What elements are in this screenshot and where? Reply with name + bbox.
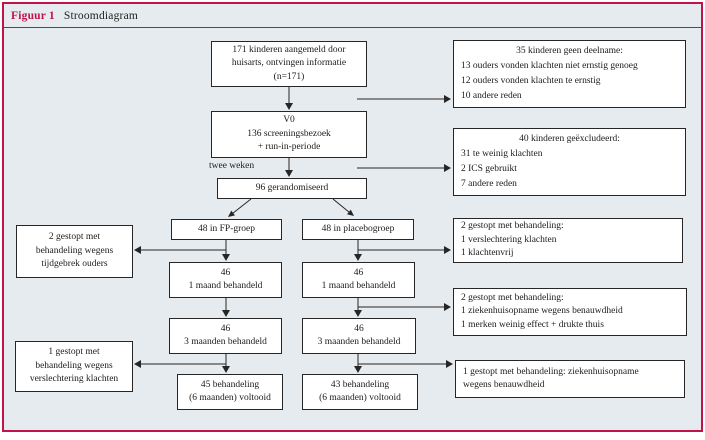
- flow-box-fp-month1: 46 1 maand behandeld: [169, 262, 282, 298]
- box-line: 3 maanden behandeld: [184, 337, 267, 347]
- arrow-screening-to-randomized: [285, 158, 293, 177]
- flow-box-placebo-completed: 43 behandeling (6 maanden) voltooid: [302, 374, 418, 410]
- box-line: 48 in placebogroep: [321, 223, 395, 234]
- box-line: 46: [220, 323, 231, 334]
- box-line: V0: [283, 115, 295, 126]
- box-line: 46: [220, 267, 231, 278]
- flow-box-fp-group: 48 in FP-groep: [171, 219, 282, 240]
- arrow-placebo-group-to-month1: [354, 240, 362, 261]
- box-line: 3 maanden behandeld: [317, 337, 401, 347]
- box-line: 43 behandeling: [330, 379, 390, 390]
- flow-box-fp-completed: 45 behandeling (6 maanden) voltooid: [177, 374, 283, 410]
- flow-box-placebo-month3: 46 3 maanden behandeld: [302, 318, 416, 354]
- arrow-randomized-to-placebo-group: [332, 198, 354, 216]
- flow-box-screening: V0 136 screeningsbezoek + run-in-periode: [211, 111, 367, 158]
- arrow-fp-to-stop1: [134, 246, 226, 254]
- box-line: 46: [354, 323, 364, 334]
- box-line: 1 maand behandeld: [188, 281, 263, 291]
- note-item: 10 andere reden: [461, 91, 522, 101]
- note-box-no-participation: 35 kinderen geen deelname: 13 ouders von…: [453, 40, 686, 108]
- note-item: 1 gestopt met: [48, 347, 100, 358]
- interval-label: twee weken: [209, 161, 255, 171]
- flow-box-fp-month3: 46 3 maanden behandeld: [169, 318, 282, 354]
- figure-caption: Stroomdiagram: [63, 9, 139, 22]
- note-box-placebo-stop-2: 2 gestopt met behandeling: 1 ziekenhuiso…: [453, 288, 687, 336]
- box-line: 171 kinderen aangemeld door: [232, 44, 346, 55]
- arrow-enrolled-to-no-participation: [357, 95, 451, 103]
- note-item: behandeling wegens: [35, 360, 113, 371]
- arrow-fp-group-to-month1: [222, 240, 230, 261]
- flow-box-placebo-group: 48 in placebogroep: [302, 219, 414, 240]
- note-item: 31 te weinig klachten: [461, 149, 543, 159]
- note-item: 12 ouders vonden klachten te ernstig: [461, 76, 601, 86]
- box-line: (n=171): [273, 71, 305, 82]
- arrow-placebo-to-stop1: [358, 246, 451, 254]
- arrow-placebo-month1-to-month3: [354, 298, 362, 317]
- note-item: 1 klachtenvrij: [461, 248, 514, 259]
- note-box-excluded: 40 kinderen geëxcludeerd: 31 te weinig k…: [453, 128, 686, 196]
- arrow-randomized-to-fp-group: [228, 198, 252, 217]
- arrow-placebo-to-stop2: [358, 303, 451, 311]
- note-item: tijdgebrek ouders: [41, 259, 108, 270]
- note-box-placebo-stop-1: 2 gestopt met behandeling: 1 verslechter…: [453, 218, 683, 263]
- arrow-fp-month1-to-month3: [222, 298, 230, 317]
- note-item: wegens benauwdheid: [463, 380, 545, 390]
- note-item: 7 andere reden: [461, 179, 517, 189]
- arrow-fp-to-stop2: [134, 360, 226, 368]
- figure-label: Figuur 1: [11, 9, 55, 22]
- box-line: (6 maanden) voltooid: [319, 393, 401, 403]
- note-item: behandeling wegens: [35, 245, 114, 256]
- note-heading: 35 kinderen geen deelname:: [516, 46, 623, 56]
- note-item: 1 merken weinig effect + drukte thuis: [461, 319, 604, 330]
- note-item: 13 ouders vonden klachten niet ernstig g…: [461, 61, 638, 71]
- box-line: 46: [353, 267, 364, 278]
- box-line: + run-in-periode: [257, 142, 321, 153]
- note-box-fp-stop-2: 1 gestopt met behandeling wegens verslec…: [15, 341, 133, 392]
- flow-box-randomized: 96 gerandomiseerd: [217, 178, 367, 199]
- box-line: 136 screeningsbezoek: [247, 128, 331, 139]
- note-item: 1 ziekenhuisopname wegens benauwdheid: [461, 306, 623, 317]
- figure-header: Figuur 1 Stroomdiagram: [4, 4, 701, 28]
- note-item: verslechtering klachten: [29, 374, 119, 385]
- box-line: 48 in FP-groep: [198, 223, 255, 234]
- note-box-fp-stop-1: 2 gestopt met behandeling wegens tijdgeb…: [16, 225, 133, 278]
- box-line: (6 maanden) voltooid: [189, 393, 271, 403]
- note-item: 2 gestopt met: [48, 232, 101, 243]
- box-line: huisarts, ontvingen informatie: [231, 58, 347, 69]
- note-item: 2 gestopt met behandeling:: [461, 292, 564, 303]
- note-item: 2 ICS gebruikt: [461, 164, 517, 174]
- arrow-enrolled-to-screening: [285, 87, 293, 110]
- note-box-placebo-stop-3: 1 gestopt met behandeling: ziekenhuisopn…: [455, 360, 685, 398]
- arrow-screening-to-excluded: [357, 164, 451, 172]
- flow-box-enrolled: 171 kinderen aangemeld door huisarts, on…: [211, 41, 367, 87]
- box-line: 96 gerandomiseerd: [255, 182, 329, 193]
- note-item: 1 verslechtering klachten: [461, 234, 557, 245]
- note-heading: 40 kinderen geëxcludeerd:: [519, 134, 620, 144]
- box-line: 1 maand behandeld: [321, 281, 396, 291]
- flow-box-placebo-month1: 46 1 maand behandeld: [302, 262, 415, 298]
- box-line: 45 behandeling: [200, 379, 260, 390]
- arrow-placebo-to-stop3: [358, 360, 453, 368]
- note-item: 1 gestopt met behandeling: ziekenhuisopn…: [463, 366, 639, 377]
- note-item: 2 gestopt met behandeling:: [461, 221, 564, 232]
